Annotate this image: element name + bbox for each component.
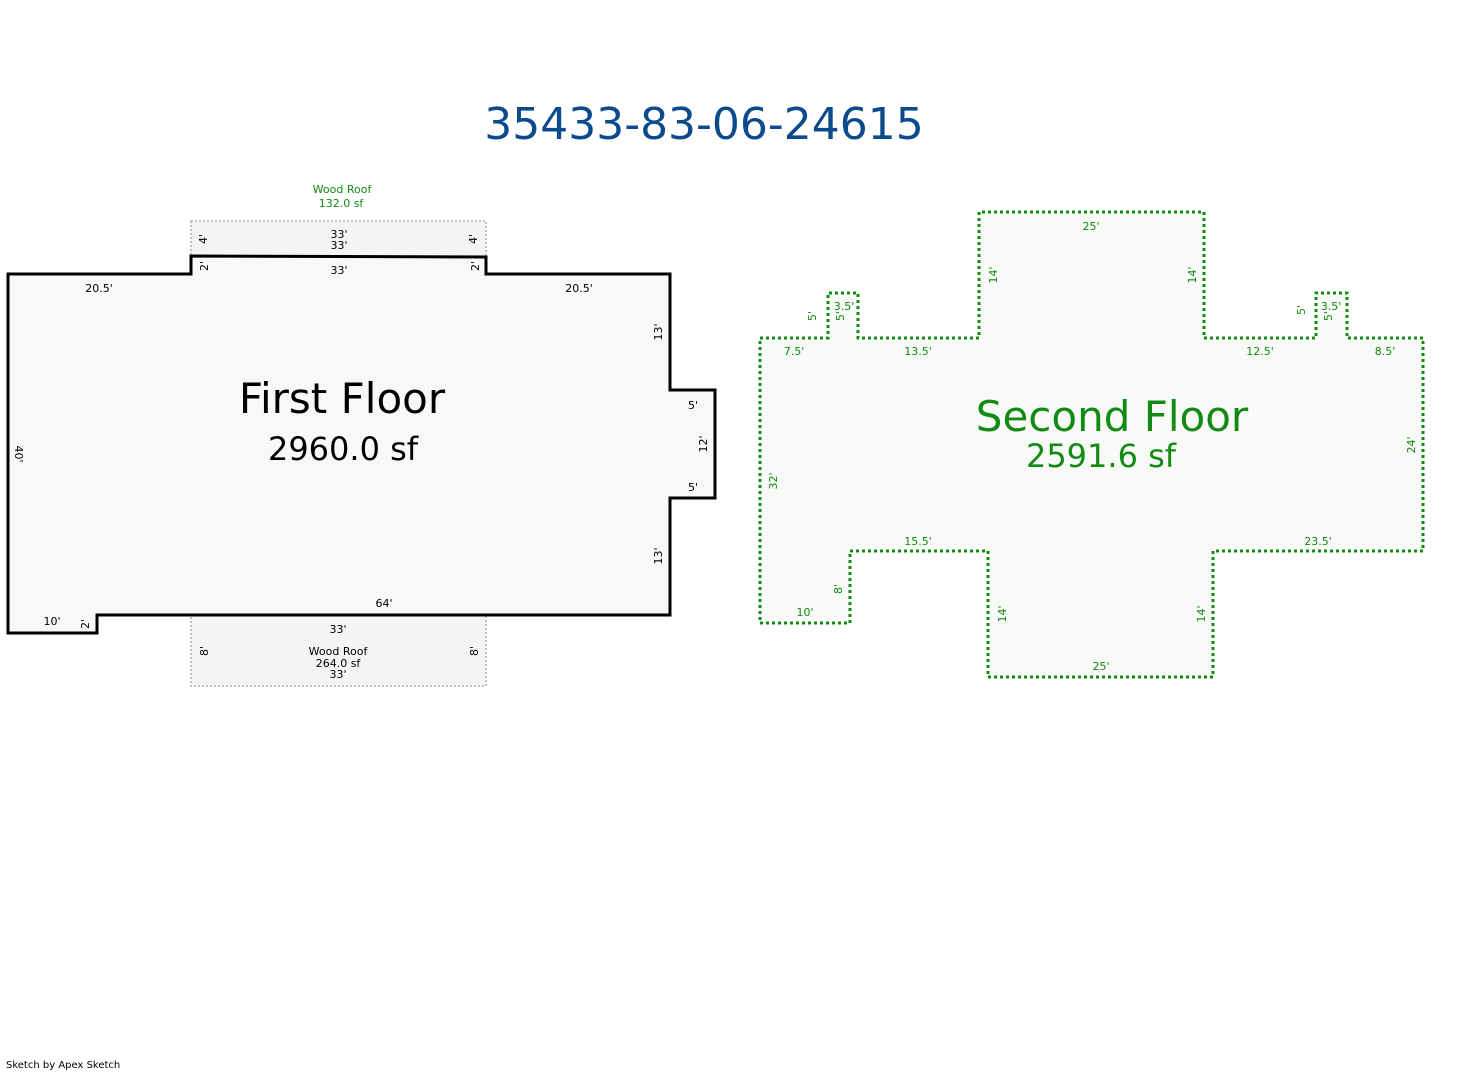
first-floor-dim: 40' [12,445,25,462]
wood-roof-top-label: Wood Roof [313,183,373,196]
second-floor-dim: 25' [1082,220,1099,233]
wood-roof-bottom-dim: 33' [329,623,346,636]
first-floor-dim: 2' [198,261,211,271]
second-floor-dim: 7.5' [784,345,805,358]
first-floor-dim: 10' [43,615,60,628]
wood-roof-bottom-dim: 33' [329,668,346,681]
first-floor-outline [6,254,717,635]
second-floor-dim: 3.5' [834,300,855,313]
first-floor-dim: 5' [688,399,698,412]
second-floor-dim: 12.5' [1246,345,1274,358]
second-floor-area: 2591.6 sf [1026,437,1177,475]
wood-roof-bottom-dim: 8' [468,646,481,656]
second-floor-dim: 32' [767,472,780,489]
first-floor-dim: 2' [469,261,482,271]
second-floor-dim: 13.5' [904,345,932,358]
second-floor-dim: 5' [1295,305,1308,315]
wood-roof-top-dim: 4' [197,234,210,244]
first-floor-dim: 20.5' [85,282,113,295]
first-floor-dim: 13' [652,547,665,564]
wood-roof-top-outline [190,220,487,258]
second-floor-dim: 14' [987,266,1000,283]
first-floor-area: 2960.0 sf [268,430,419,468]
second-floor-dim: 24' [1405,436,1418,453]
second-floor-dim: 14' [996,605,1009,622]
first-floor-dim: 5' [688,481,698,494]
second-floor-dim: 14' [1195,605,1208,622]
sketch-credit: Sketch by Apex Sketch [6,1060,121,1071]
second-floor-dim: 25' [1092,660,1109,673]
parcel-id-title: 35433-83-06-24615 [484,99,924,150]
second-floor-dim: 5' [1322,311,1335,321]
first-floor-dim: 64' [375,597,392,610]
wood-roof-bottom-label: Wood Roof [309,645,369,658]
second-floor-dim: 8' [832,584,845,594]
second-floor-dim: 8.5' [1375,345,1396,358]
wood-roof-top-dim: 4' [467,234,480,244]
second-floor-outline [758,210,1425,679]
second-floor-dim: 15.5' [904,535,932,548]
second-floor-dim: 3.5' [1321,300,1342,313]
second-floor-dim: 5' [806,311,819,321]
second-floor-name: Second Floor [976,392,1249,441]
first-floor-name: First Floor [239,374,446,423]
first-floor-dim: 13' [652,323,665,340]
first-floor-dim: 12' [697,435,710,452]
wood-roof-top-dim: 33' [330,228,347,241]
wood-roof-bottom-dim: 8' [198,646,211,656]
second-floor-dim: 14' [1186,266,1199,283]
second-floor-dim: 10' [796,606,813,619]
first-floor-dim: 2' [79,619,92,629]
wood-roof-top-dim: 33' [330,239,347,252]
wood-roof-bottom-area: 264.0 sf [316,657,362,670]
first-floor-dim: 20.5' [565,282,593,295]
first-floor-dim: 33' [330,264,347,277]
second-floor-dim: 5' [834,311,847,321]
second-floor-dim: 23.5' [1304,535,1332,548]
wood-roof-top-area: 132.0 sf [319,197,365,210]
